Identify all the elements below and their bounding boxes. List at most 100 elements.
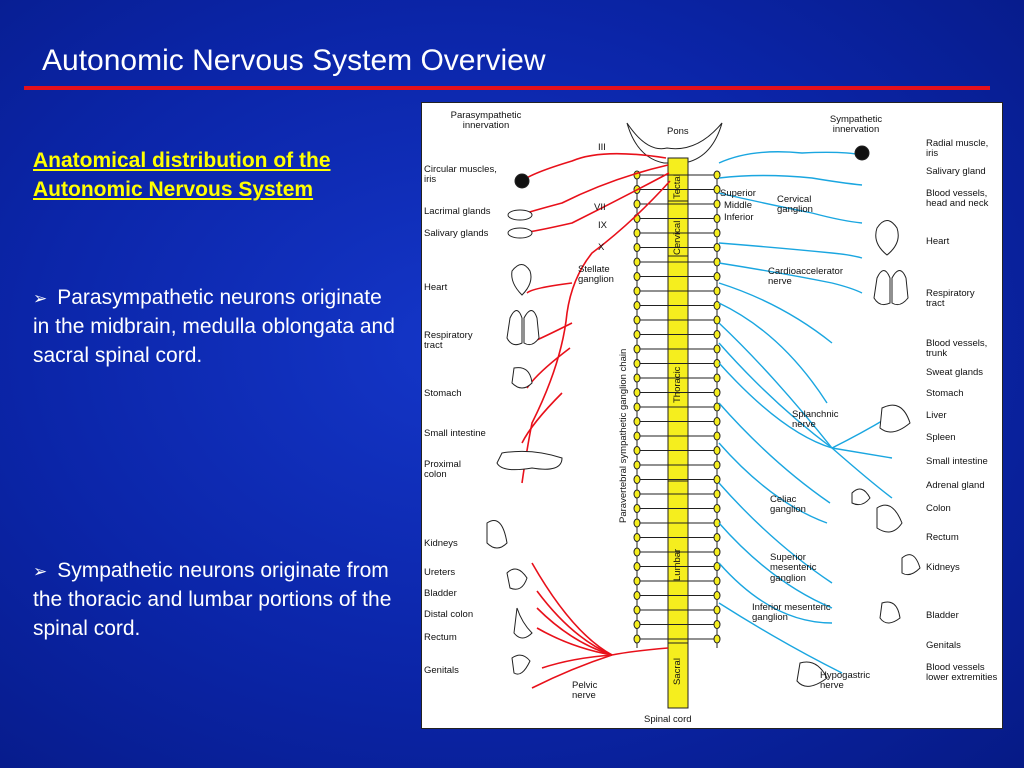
chain-ganglion xyxy=(633,286,641,296)
sympathetic-ganglion-label: Superior xyxy=(720,188,756,199)
chain-ganglion xyxy=(633,228,641,238)
label-cervical: Cervical xyxy=(672,220,683,255)
label-lumbar: Lumbar xyxy=(672,548,683,581)
chain-ganglion xyxy=(713,228,721,238)
chain-ganglion xyxy=(713,272,721,281)
sympathetic-target-label: Liver xyxy=(926,410,947,421)
chain-ganglion xyxy=(633,533,641,542)
ans-diagram: Parasympathetic innervation Sympathetic … xyxy=(421,102,1003,729)
chain-ganglion xyxy=(713,562,721,571)
chain-ganglion xyxy=(633,620,641,629)
chain-ganglion xyxy=(633,417,641,426)
parasympathetic-ganglion-label: Pelvic nerve xyxy=(572,680,598,702)
chain-ganglion xyxy=(633,359,641,368)
sympathetic-target-label: Stomach xyxy=(926,388,964,399)
parasympathetic-target-label: Genitals xyxy=(424,665,459,676)
chain-ganglion xyxy=(633,373,641,383)
bullet-sympathetic: ➢Sympathetic neurons originate from the … xyxy=(33,557,395,644)
chain-ganglion xyxy=(713,547,721,557)
label-ganglion-chain: Paravertebral sympathetic ganglion chain xyxy=(618,348,629,523)
sympathetic-target-label: Blood vessels lower extremities xyxy=(926,662,998,684)
parasympathetic-target-label: Heart xyxy=(424,282,448,293)
sympathetic-ganglion-label: Hypogastric nerve xyxy=(820,670,871,692)
bullet-text: Sympathetic neurons originate from the t… xyxy=(33,559,392,640)
chain-ganglion xyxy=(633,634,641,644)
sympathetic-target-label: Bladder xyxy=(926,610,959,621)
parasympathetic-target-label: Lacrimal glands xyxy=(424,206,491,217)
chain-ganglion xyxy=(633,591,641,600)
chain-ganglion xyxy=(633,547,641,557)
chain-ganglion xyxy=(633,344,641,354)
chain-ganglion xyxy=(713,605,721,615)
chain-ganglion xyxy=(713,460,721,470)
chain-ganglion xyxy=(713,576,721,586)
sympathetic-target-label: Adrenal gland xyxy=(926,480,985,491)
chain-ganglion xyxy=(713,489,721,499)
chain-ganglion xyxy=(713,199,721,209)
cranial-nerve-label: VII xyxy=(594,202,606,213)
parasympathetic-target-label: Rectum xyxy=(424,632,457,643)
sympathetic-target-label: Radial muscle, iris xyxy=(926,138,989,160)
chain-ganglion xyxy=(713,214,721,223)
chain-ganglion xyxy=(633,272,641,281)
chain-ganglion xyxy=(633,504,641,513)
parasympathetic-target-label: Respiratory tract xyxy=(424,330,473,352)
label-sacral: Sacral xyxy=(672,658,683,685)
sympathetic-target-label: Colon xyxy=(926,503,951,514)
sympathetic-target-label: Salivary gland xyxy=(926,166,986,177)
chain-ganglion xyxy=(633,431,641,441)
chain-ganglion xyxy=(713,330,721,339)
bullet-parasympathetic: ➢Parasympathetic neurons originate in th… xyxy=(33,284,395,371)
chain-ganglion xyxy=(713,373,721,383)
chain-ganglion xyxy=(713,185,721,194)
sympathetic-target-label: Blood vessels, trunk xyxy=(926,338,988,360)
chain-ganglion xyxy=(713,286,721,296)
chain-ganglion xyxy=(633,576,641,586)
chain-ganglion xyxy=(633,257,641,267)
chain-ganglion xyxy=(633,199,641,209)
sympathetic-ganglion-label: Inferior xyxy=(724,212,754,223)
chain-ganglion xyxy=(633,330,641,339)
label-parasympathetic-innervation: Parasympathetic innervation xyxy=(450,110,522,132)
chain-ganglion xyxy=(713,431,721,441)
chain-ganglion xyxy=(713,402,721,412)
arrow-bullet-icon: ➢ xyxy=(33,289,48,308)
chain-ganglion xyxy=(633,460,641,470)
sympathetic-target-label: Kidneys xyxy=(926,562,960,573)
chain-ganglion xyxy=(713,634,721,644)
sympathetic-ganglion-label: Superior mesenteric ganglion xyxy=(770,552,817,584)
chain-ganglion xyxy=(633,489,641,499)
chain-ganglion xyxy=(713,620,721,629)
chain-ganglion xyxy=(713,344,721,354)
parasympathetic-ganglion-label: Stellate ganglion xyxy=(578,264,614,286)
bullet-text: Parasympathetic neurons originate in the… xyxy=(33,286,395,367)
chain-ganglion xyxy=(633,243,641,252)
sympathetic-target-label: Spleen xyxy=(926,432,956,443)
cranial-nerve-label: III xyxy=(598,142,606,153)
chain-ganglion xyxy=(633,402,641,412)
chain-ganglion xyxy=(633,388,641,397)
chain-ganglion xyxy=(633,315,641,325)
chain-ganglion xyxy=(713,170,721,180)
chain-ganglion xyxy=(633,518,641,528)
title-divider xyxy=(24,86,990,90)
sympathetic-ganglion-label: Middle xyxy=(724,200,752,211)
sympathetic-target-label: Heart xyxy=(926,236,950,247)
chain-ganglion xyxy=(633,475,641,484)
chain-ganglion xyxy=(713,446,721,455)
chain-ganglion xyxy=(713,257,721,267)
cranial-nerve-label: IX xyxy=(598,220,607,231)
arrow-bullet-icon: ➢ xyxy=(33,562,48,581)
sympathetic-ganglion-label: Inferior mesenteric ganglion xyxy=(752,602,831,624)
sympathetic-ganglion-label: Cervical ganglion xyxy=(777,194,813,216)
slide-title: Autonomic Nervous System Overview xyxy=(42,44,546,77)
chain-ganglion xyxy=(713,417,721,426)
chain-ganglion xyxy=(713,533,721,542)
parasympathetic-target-label: Bladder xyxy=(424,588,457,599)
chain-ganglion xyxy=(713,475,721,484)
sympathetic-target-label: Small intestine xyxy=(926,456,988,467)
sympathetic-target-label: Rectum xyxy=(926,532,959,543)
chain-ganglion xyxy=(713,518,721,528)
sympathetic-target-label: Respiratory tract xyxy=(926,288,975,310)
label-tectal: Tectal xyxy=(672,174,683,199)
